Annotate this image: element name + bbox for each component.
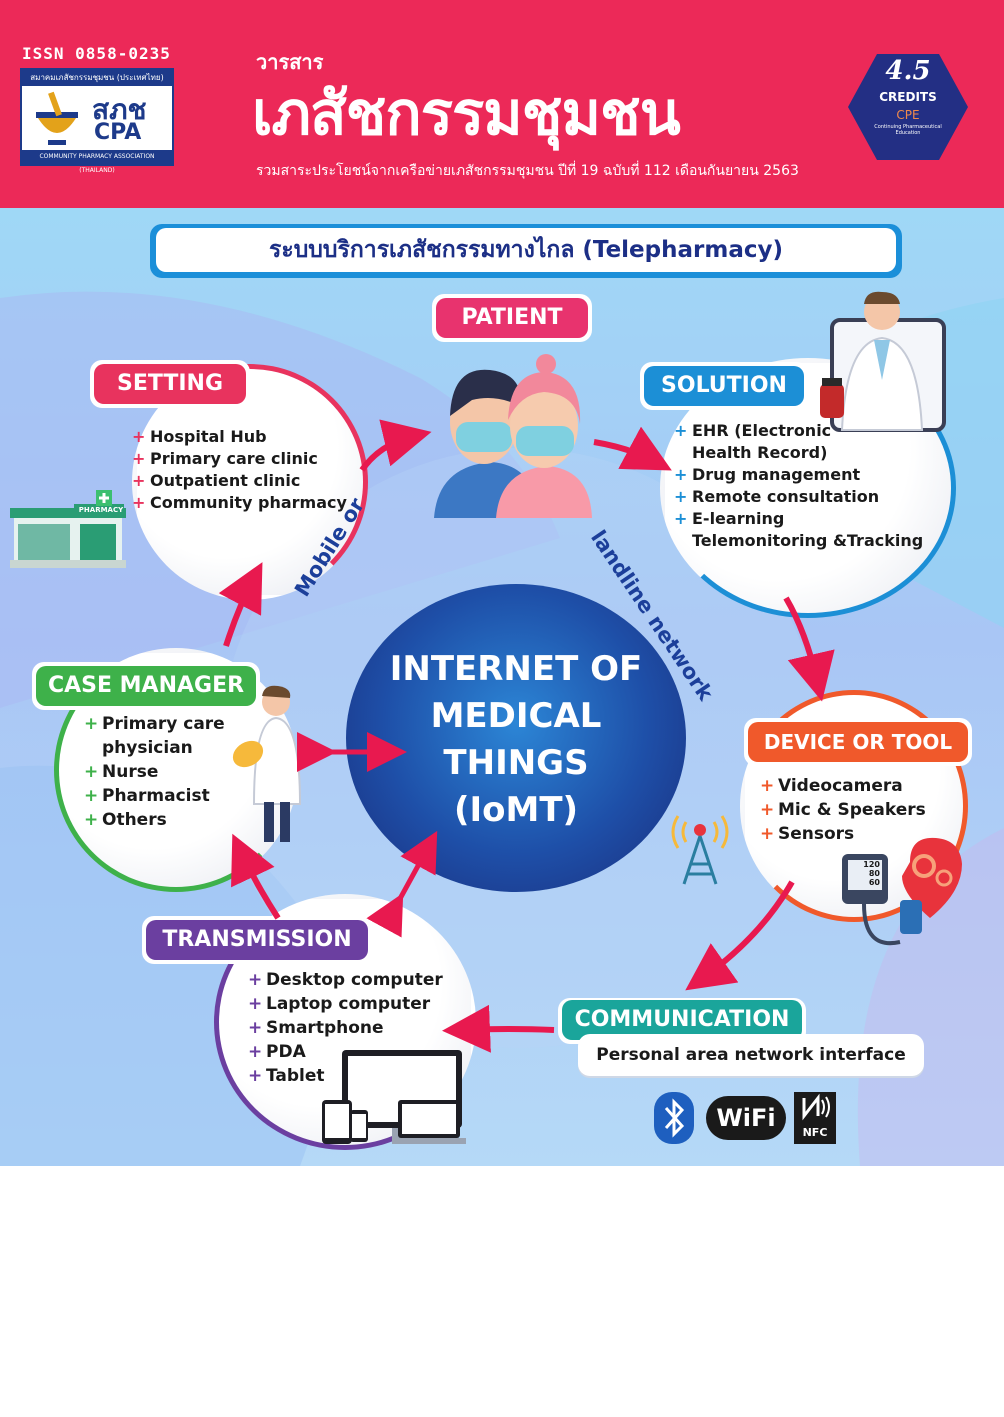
device-list: +Videocamera +Mic & Speakers +Sensors (760, 774, 926, 846)
arrow-device-communication (685, 880, 795, 991)
arrow-case-setting (218, 562, 263, 647)
list-item: +Videocamera (760, 776, 903, 796)
bp-readout: 120 80 60 (863, 860, 880, 887)
patient-label: PATIENT (436, 298, 588, 338)
list-item: +Nurse (84, 762, 159, 782)
setting-list: +Hospital Hub +Primary care clinic +Outp… (132, 426, 347, 514)
solution-list: +EHR (Electronic Health Record) +Drug ma… (674, 420, 923, 552)
devices-group-icon (322, 1050, 466, 1144)
list-item: +PDA (248, 1042, 306, 1062)
logo-abbr-en: CPA (94, 120, 142, 145)
credits-cpe: CPE (896, 108, 920, 122)
case-manager-list: +Primary care physician +Nurse +Pharmaci… (84, 712, 225, 832)
device-label: DEVICE OR TOOL (748, 722, 968, 762)
list-item: +Smartphone (248, 1018, 384, 1038)
list-item: +Hospital Hub (132, 427, 267, 446)
journal-small-title: วารสาร (256, 50, 324, 74)
list-item: +Mic & Speakers (760, 800, 926, 820)
list-item: +Primary care (84, 714, 225, 734)
arrow-solution-device (783, 596, 835, 702)
patients-masked-icon (434, 354, 592, 518)
case-manager-label: CASE MANAGER (36, 666, 256, 706)
journal-header: ISSN 0858-0235 สมาคมเภสัชกรรมชุมชน (ประเ… (0, 0, 1004, 208)
list-item: +Community pharmacy (132, 493, 347, 512)
logo-association-th: สมาคมเภสัชกรรมชุมชน (ประเทศไทย) (22, 70, 172, 86)
list-item: +Laptop computer (248, 994, 431, 1014)
cpa-logo: สมาคมเภสัชกรรมชุมชน (ประเทศไทย) สภช CPA … (20, 68, 174, 174)
credits-desc: Continuing Pharmaceutical Education (874, 124, 942, 136)
bluetooth-icon (654, 1092, 694, 1144)
list-item: +Tablet (248, 1066, 325, 1086)
arrow-patient-solution (593, 426, 672, 471)
journal-title: เภสัชกรรมชุมชน (252, 79, 681, 149)
iomt-center-text: INTERNET OF MEDICAL THINGS (IoMT) (389, 649, 643, 830)
wifi-icon: WiFi (706, 1096, 786, 1140)
nfc-icon: NFC (794, 1092, 836, 1144)
arrow-transmission-case (231, 833, 281, 920)
list-item: Health Record) (692, 443, 828, 462)
journal-subtitle: รวมสาระประโยชน์จากเครือข่ายเภสัชกรรมชุมช… (256, 163, 799, 179)
credits-value: 4.5 (885, 56, 931, 86)
nfc-waves-icon (802, 1093, 830, 1121)
list-item: +Others (84, 810, 167, 830)
list-item: +Outpatient clinic (132, 471, 301, 490)
list-item: +Drug management (674, 465, 861, 484)
arrow-communication-transmission (442, 1004, 555, 1053)
pharmacy-building-icon (10, 490, 126, 568)
setting-label: SETTING (94, 364, 246, 404)
transmission-list: +Desktop computer +Laptop computer +Smar… (248, 968, 443, 1088)
nfc-text: NFC (802, 1126, 828, 1139)
list-item: +Pharmacist (84, 786, 210, 806)
list-item: +Desktop computer (248, 970, 443, 990)
blank-page-area (0, 1166, 1004, 1417)
issn-text: ISSN 0858-0235 (22, 44, 171, 63)
list-item: physician (102, 738, 193, 758)
communication-subtitle: Personal area network interface (578, 1034, 924, 1076)
list-item: +E-learning (674, 509, 785, 528)
communication-label: COMMUNICATION (562, 1000, 802, 1040)
transmission-label: TRANSMISSION (146, 920, 368, 960)
telepharmacy-infographic: ระบบบริการเภสัชกรรมทางไกล (Telepharmacy)… (0, 208, 1004, 1166)
pharmacy-sign: PHARMACY (78, 506, 124, 514)
arrow-transmission-center (366, 830, 438, 938)
infographic-title: ระบบบริการเภสัชกรรมทางไกล (Telepharmacy) (156, 228, 896, 272)
bp-monitor-heart-icon (842, 837, 962, 946)
list-item: +Primary care clinic (132, 449, 318, 468)
signal-tower-icon (671, 815, 729, 885)
credits-label: CREDITS (879, 90, 937, 104)
list-item: +EHR (Electronic (674, 421, 832, 440)
flow-arrows (218, 419, 835, 1053)
doctor-monitor-icon (820, 291, 946, 432)
logo-association-en: COMMUNITY PHARMACY ASSOCIATION (THAILAND… (22, 150, 172, 174)
credits-hexagon-icon (848, 54, 968, 160)
pharmacist-figure-icon (232, 685, 302, 842)
list-item: +Remote consultation (674, 487, 880, 506)
logo-abbr-th: สภช (92, 93, 147, 126)
mortar-pestle-icon (36, 91, 78, 145)
list-item: +Sensors (760, 824, 855, 844)
solution-label: SOLUTION (644, 366, 804, 406)
arrow-setting-patient (359, 419, 432, 472)
list-item: Telemonitoring &Tracking (692, 531, 924, 550)
